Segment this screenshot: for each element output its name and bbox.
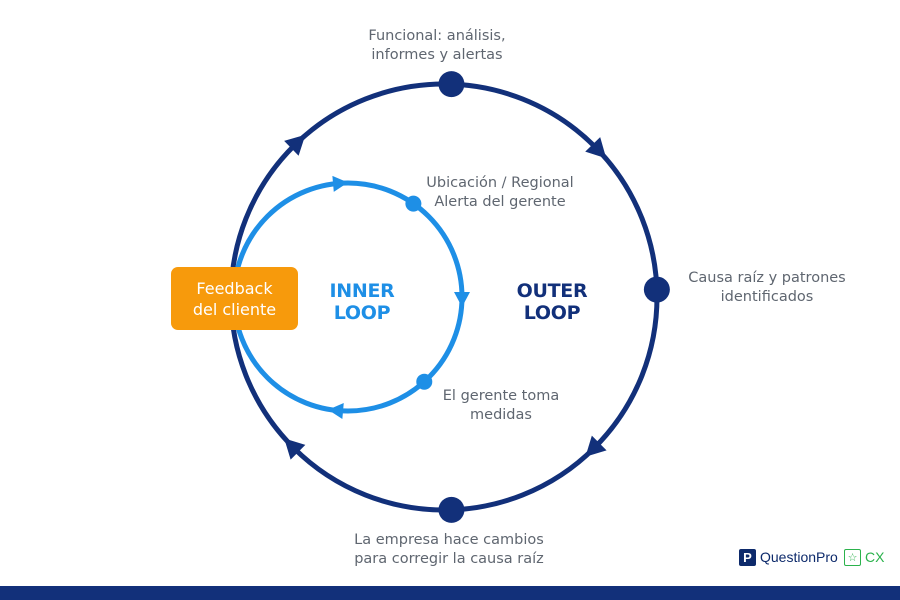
outer-loop-arrow-top-right bbox=[585, 137, 607, 159]
outer-node-label-functional: Funcional: análisis, informes y alertas bbox=[368, 28, 506, 63]
outer-loop-arrow-top-left bbox=[284, 134, 306, 156]
inner-loop-arrow-bottom bbox=[328, 403, 344, 419]
outer-node-root-cause bbox=[643, 276, 670, 303]
inner-loop-arrow-right bbox=[454, 292, 470, 307]
outer-loop-arrow-bottom-left bbox=[284, 438, 306, 460]
inner-node-label-location: Ubicación / Regional Alerta del gerente bbox=[426, 175, 574, 210]
outer-loop-title: OUTER LOOP bbox=[516, 280, 588, 324]
cx-logo: ☆ CX bbox=[844, 547, 884, 567]
outer-node-company-changes bbox=[438, 496, 465, 523]
outer-node-label-root-cause: Causa raíz y patrones identificados bbox=[688, 270, 846, 305]
footer-bar bbox=[0, 586, 900, 600]
inner-loop-title: INNER LOOP bbox=[329, 280, 395, 324]
questionpro-logo-icon: P bbox=[739, 548, 756, 566]
questionpro-logo-text: QuestionPro bbox=[760, 549, 838, 565]
cx-logo-text: CX bbox=[865, 549, 885, 565]
inner-node-label-manager-acts: El gerente toma medidas bbox=[442, 388, 560, 423]
outer-node-functional bbox=[438, 71, 465, 98]
questionpro-logo: P QuestionPro bbox=[739, 547, 838, 567]
outer-loop-arrow-bottom-right bbox=[585, 435, 607, 457]
star-icon: ☆ bbox=[844, 548, 861, 566]
inner-node-manager-acts bbox=[416, 373, 433, 390]
customer-feedback-box: Feedback del cliente bbox=[171, 267, 298, 330]
inner-node-location bbox=[405, 195, 422, 212]
outer-node-label-company-changes: La empresa hace cambios para corregir la… bbox=[354, 532, 544, 567]
inner-loop-arrow-top bbox=[332, 175, 349, 192]
